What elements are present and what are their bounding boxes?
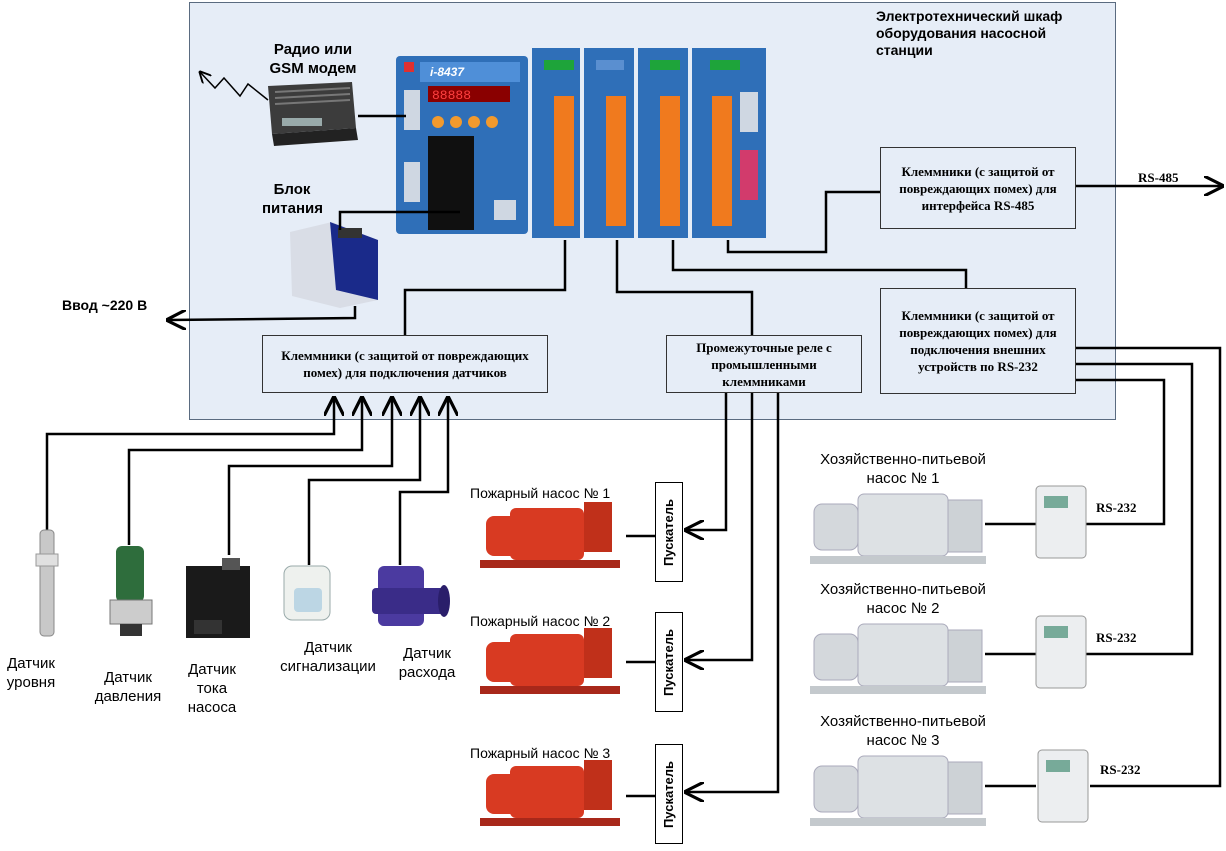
relays-box: Промежуточные реле с промышленными клемм… bbox=[666, 335, 862, 393]
rs485-label: RS-485 bbox=[1138, 170, 1179, 185]
wire-input bbox=[168, 306, 357, 320]
rs232-terminals-box: Клеммники (с защитой от повреждающих пом… bbox=[880, 288, 1076, 394]
wire-rs232-drive-3 bbox=[1076, 378, 1166, 526]
wire-alarm-sensor bbox=[307, 398, 420, 565]
wire-di-sensors bbox=[403, 240, 567, 335]
starter-1-label: Пускатель bbox=[661, 498, 677, 566]
wire-current-sensor bbox=[227, 398, 392, 555]
modem-icon bbox=[268, 82, 358, 146]
wire-rs485-mod bbox=[726, 190, 880, 254]
wire-do-relays bbox=[615, 240, 754, 335]
controller-display: 88888 bbox=[432, 88, 471, 103]
modem-label: Радио или GSM модем bbox=[269, 41, 357, 77]
wire-relay-starter-2 bbox=[686, 393, 754, 660]
water-pump-2-label: Хозяйственно-питьевой насос № 2 bbox=[820, 581, 986, 617]
alarm-sensor-icon bbox=[283, 565, 331, 621]
wire-psu-plc bbox=[338, 210, 460, 230]
wire-rs232-mod bbox=[671, 240, 968, 288]
starter-3-label: Пускатель bbox=[661, 760, 677, 828]
drive-3-icon bbox=[1037, 749, 1089, 823]
fire-pump-2-icon bbox=[480, 628, 620, 694]
wire-flow-sensor bbox=[398, 398, 448, 565]
starter-2: Пускатель bbox=[655, 612, 683, 712]
fire-pump-1-label: Пожарный насос № 1 bbox=[470, 485, 611, 501]
wire-relay-starter-1 bbox=[686, 393, 728, 530]
water-pump-3-label: Хозяйственно-питьевой насос № 3 bbox=[820, 713, 986, 749]
drive-2-icon bbox=[1035, 615, 1087, 689]
controller-model-label: i-8437 bbox=[430, 65, 465, 79]
wire-level-sensor bbox=[45, 398, 334, 530]
current-sensor-icon bbox=[186, 558, 250, 638]
rs232-label-1: RS-232 bbox=[1096, 500, 1137, 515]
flow-sensor-icon bbox=[372, 566, 450, 626]
level-sensor-icon bbox=[35, 529, 59, 637]
psu-label: Блок питания bbox=[262, 181, 324, 217]
cabinet-title: Электротехнический шкаф оборудования нас… bbox=[876, 8, 1063, 58]
radio-signal-icon bbox=[200, 72, 269, 101]
wire-rs232-drive-1 bbox=[1076, 346, 1222, 788]
fire-pump-3-label: Пожарный насос № 3 bbox=[470, 745, 611, 761]
input-label: Ввод ~220 В bbox=[62, 297, 148, 313]
plc-controller-icon bbox=[396, 48, 766, 238]
fire-pump-3-icon bbox=[480, 760, 620, 826]
wire-rs232-drive-2 bbox=[1076, 362, 1194, 656]
wire-pressure-sensor bbox=[127, 398, 362, 545]
sensor-flow-label: Датчик расхода bbox=[398, 645, 456, 681]
wire-relay-starter-3 bbox=[686, 393, 780, 792]
pressure-sensor-icon bbox=[109, 546, 153, 636]
sensor-terminals-box: Клеммники (с защитой от повреждающих пом… bbox=[262, 335, 548, 393]
sensor-pressure-label: Датчик давления bbox=[94, 669, 162, 705]
sensor-current-label: Датчик тока насоса bbox=[187, 661, 237, 716]
rs232-label-3: RS-232 bbox=[1100, 762, 1141, 777]
starter-2-label: Пускатель bbox=[661, 628, 677, 696]
power-supply-icon bbox=[290, 222, 378, 308]
water-pump-1-icon bbox=[810, 493, 986, 564]
fire-pump-2-label: Пожарный насос № 2 bbox=[470, 613, 611, 629]
rs485-terminals-box: Клеммники (с защитой от повреждающих пом… bbox=[880, 147, 1076, 229]
water-pump-2-icon bbox=[810, 623, 986, 694]
starter-3: Пускатель bbox=[655, 744, 683, 844]
fire-pump-1-icon bbox=[480, 502, 620, 568]
sensor-level-label: Датчик уровня bbox=[6, 655, 56, 691]
sensor-alarm-label: Датчик сигнализации bbox=[280, 639, 376, 675]
starter-1: Пускатель bbox=[655, 482, 683, 582]
water-pump-1-label: Хозяйственно-питьевой насос № 1 bbox=[820, 451, 986, 487]
water-pump-3-icon bbox=[810, 755, 986, 826]
drive-1-icon bbox=[1035, 485, 1087, 559]
rs232-label-2: RS-232 bbox=[1096, 630, 1137, 645]
